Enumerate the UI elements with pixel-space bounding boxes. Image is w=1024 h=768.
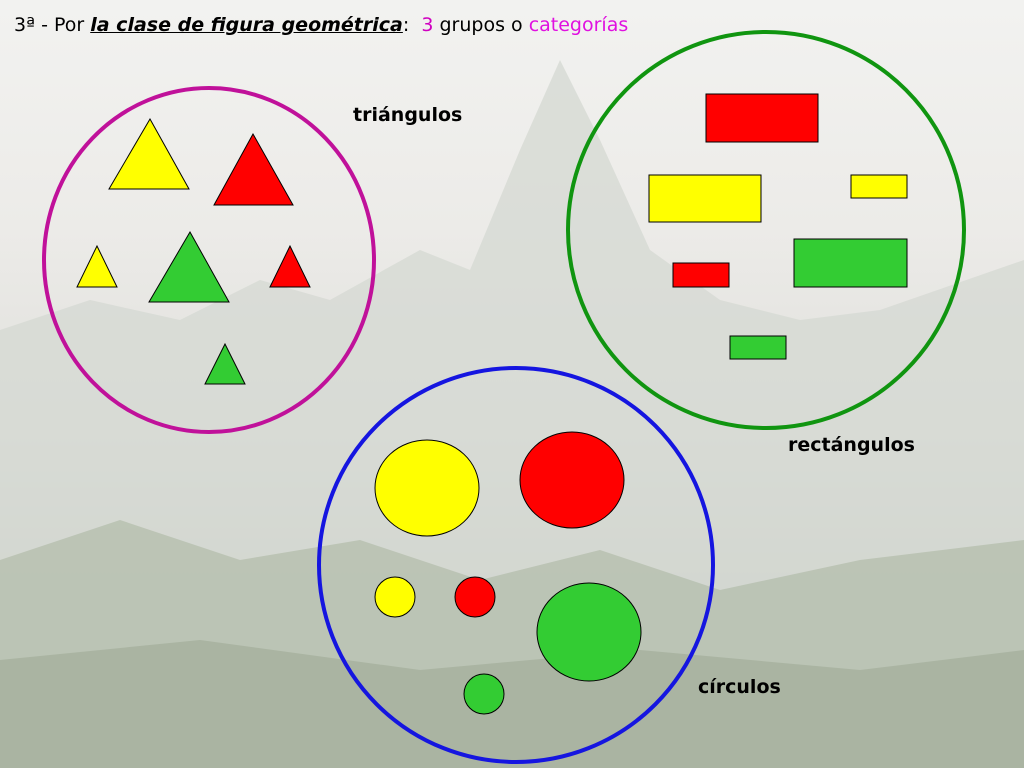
rectangle-large-green — [793, 238, 908, 288]
slide-heading: 3ª - Por la clase de figura geométrica: … — [14, 14, 628, 36]
triangle-group — [42, 86, 376, 434]
rectangle-large-red — [705, 93, 819, 143]
circles-label: círculos — [698, 676, 781, 698]
heading-middle: grupos o — [433, 14, 529, 36]
triangle-small-red — [269, 244, 311, 288]
rectangle-small-green — [729, 335, 787, 360]
heading-criterion: la clase de figura geométrica — [90, 14, 403, 36]
triangle-group-boundary — [42, 86, 376, 434]
circle-large-yellow — [374, 439, 480, 537]
rectangle-small-yellow — [850, 174, 908, 199]
heading-count: 3 — [421, 14, 434, 36]
triangle-large-yellow — [108, 117, 190, 190]
triangle-small-green — [204, 342, 246, 385]
rectangles-label: rectángulos — [788, 434, 915, 456]
triangle-large-green — [148, 230, 230, 303]
circle-small-green — [463, 673, 505, 715]
triangle-large-red — [213, 132, 294, 206]
rectangle-group-boundary — [566, 30, 966, 430]
heading-prefix: 3ª - Por — [14, 14, 91, 36]
heading-categories-word: categorías — [528, 14, 629, 36]
rectangle-small-red — [672, 262, 730, 288]
circle-group — [317, 366, 715, 764]
triangle-small-yellow — [76, 244, 118, 288]
heading-colon: : — [402, 14, 410, 36]
circle-small-yellow — [374, 576, 416, 618]
triangles-label: triángulos — [353, 104, 463, 126]
circle-large-red — [519, 431, 625, 529]
rectangle-large-yellow — [648, 174, 762, 223]
circle-group-boundary — [317, 366, 715, 764]
circle-large-green — [536, 582, 642, 682]
rectangle-group — [566, 30, 966, 430]
circle-small-red — [454, 576, 496, 618]
